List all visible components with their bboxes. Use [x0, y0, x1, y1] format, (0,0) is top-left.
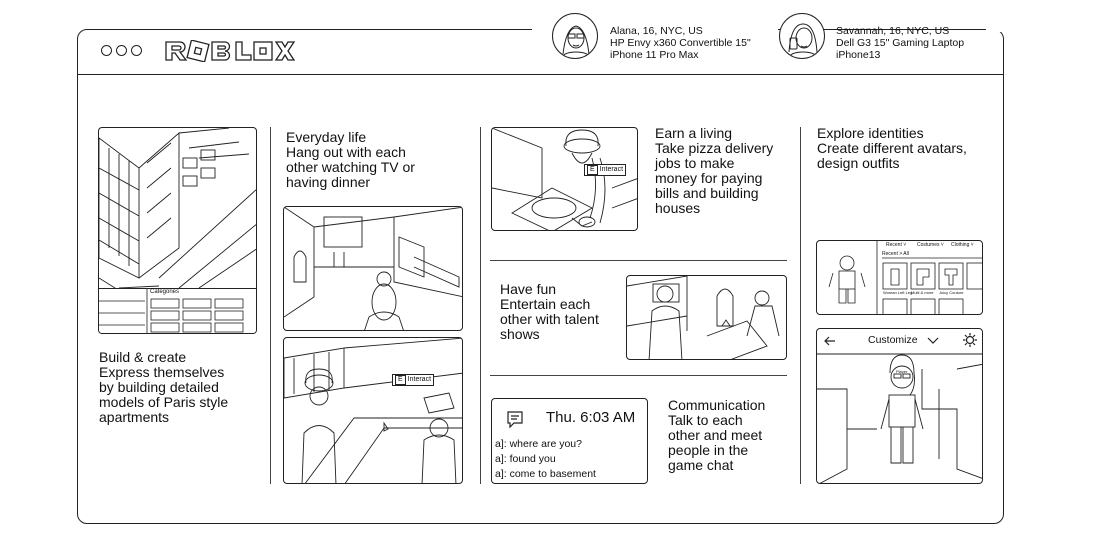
caption-line: people in the [668, 442, 749, 458]
pizza-delivery-illustration [492, 128, 637, 230]
back-arrow-icon[interactable] [823, 335, 837, 347]
caption-line: Hang out with each [286, 144, 406, 160]
border-gap [986, 24, 1002, 32]
column-divider [270, 127, 271, 484]
caption-line: Create different avatars, [817, 140, 967, 156]
interact-label: Interact [407, 376, 432, 383]
caption-line: other with talent [500, 311, 599, 327]
communication-caption: Communication Talk to each other and mee… [668, 398, 765, 473]
settings-gear-icon[interactable] [962, 332, 978, 348]
caption-line: Entertain each [500, 296, 591, 312]
earn-living-caption: Earn a living Take pizza delivery jobs t… [655, 126, 773, 216]
everyday-life-caption: Everyday life Hang out with each other w… [286, 130, 415, 190]
roblox-logo [165, 40, 296, 62]
window-minimize-control[interactable] [116, 45, 127, 56]
paris-buildings-illustration [99, 128, 256, 304]
caption-heading: Earn a living [655, 125, 733, 141]
alana-portrait-icon [559, 25, 593, 58]
build-toolbar-grid [99, 289, 244, 333]
caption-line: design outfits [817, 155, 900, 171]
persona-phone: iPhone 11 Pro Max [610, 49, 699, 61]
build-toolbar: Categories [99, 288, 256, 333]
caption-line: game chat [668, 457, 734, 473]
caption-line: bills and building [655, 185, 759, 201]
column-divider [800, 127, 801, 484]
caption-line: Talk to each [668, 412, 743, 428]
caption-line: other and meet [668, 427, 763, 443]
caption-line: Take pizza delivery [655, 140, 774, 156]
have-fun-caption: Have fun Entertain each other with talen… [500, 282, 599, 342]
caption-line: other watching TV or [286, 159, 415, 175]
avatar-catalog-scene: Recent ˅ Costumes ˅ Clothing ˅ Recent > … [816, 240, 983, 315]
caption-line: Express themselves [99, 364, 225, 380]
persona-avatar-savannah [779, 13, 825, 59]
catalog-item-label: Multi & more [911, 290, 934, 295]
avatar-name-tag: Player [896, 369, 908, 374]
interact-label: Interact [599, 166, 624, 173]
caption-heading: Explore identities [817, 125, 924, 141]
persona-laptop: Dell G3 15" Gaming Laptop [836, 37, 965, 49]
living-room-illustration [284, 207, 462, 330]
window-maximize-control[interactable] [131, 45, 142, 56]
persona-name: Alana, 16, NYC, US [610, 25, 703, 37]
column-divider [480, 127, 481, 484]
persona-phone: iPhone13 [836, 49, 881, 61]
caption-line: having dinner [286, 174, 371, 190]
living-room-scene-image [283, 206, 463, 331]
persona-info-savannah: Savannah, 16, NYC, US Dell G3 15" Gaming… [836, 25, 964, 61]
chat-bubble-icon [507, 411, 523, 429]
persona-avatar-alana [552, 13, 598, 59]
dinner-illustration [284, 338, 462, 483]
build-categories-label: Categories [150, 289, 180, 295]
savannah-portrait-icon [786, 23, 820, 58]
caption-line: apartments [99, 409, 170, 425]
caption-heading: Communication [668, 397, 766, 413]
persona-name: Savannah, 16, NYC, US [836, 25, 950, 37]
build-create-caption: Build & create Express themselves by bui… [99, 350, 228, 425]
customize-title[interactable]: Customize [868, 334, 918, 346]
chat-window[interactable]: Thu. 6:03 AM a]: where are you? a]: foun… [491, 398, 648, 484]
row-divider [490, 260, 787, 261]
border-gap [532, 24, 778, 32]
avatar-catalog-illustration [828, 241, 982, 314]
catalog-filter: Recent > All [882, 251, 909, 257]
caption-line: houses [655, 200, 701, 216]
row-divider [490, 375, 787, 376]
catalog-tab-recent[interactable]: Recent ˅ [886, 242, 907, 248]
build-scene-image: Categories [98, 127, 257, 334]
caption-line: jobs to make [655, 155, 735, 171]
explore-identities-caption: Explore identities Create different avat… [817, 126, 967, 171]
chat-message: a]: found you [495, 453, 556, 465]
interact-key: E [395, 375, 406, 385]
chevron-down-icon[interactable] [927, 337, 939, 345]
title-bar [77, 29, 1004, 75]
catalog-tab-costumes[interactable]: Costumes ˅ [917, 242, 944, 248]
caption-line: by building detailed [99, 379, 219, 395]
interact-key: E [587, 165, 598, 175]
persona-info-alana: Alana, 16, NYC, US HP Envy x360 Converti… [610, 25, 751, 61]
caption-heading: Build & create [99, 349, 187, 365]
talent-show-scene-image [626, 275, 787, 360]
caption-heading: Have fun [500, 281, 557, 297]
catalog-tab-clothing[interactable]: Clothing ˅ [951, 242, 974, 248]
window-close-control[interactable] [101, 45, 112, 56]
persona-laptop: HP Envy x360 Convertible 15" [610, 37, 751, 49]
catalog-item-label: Juicy Couture [939, 290, 964, 295]
customize-scene: Customize Player [816, 328, 983, 484]
caption-heading: Everyday life [286, 129, 367, 145]
caption-line: shows [500, 326, 540, 342]
caption-line: money for paying [655, 170, 763, 186]
customize-scene-illustration [817, 353, 982, 483]
chat-time: Thu. 6:03 AM [546, 409, 636, 426]
caption-line: models of Paris style [99, 394, 229, 410]
talent-show-illustration [627, 276, 780, 359]
chat-message: a]: come to basement [495, 468, 596, 480]
chat-message: a]: where are you? [495, 438, 582, 450]
catalog-item-label: Woman Left Leg [883, 290, 913, 295]
